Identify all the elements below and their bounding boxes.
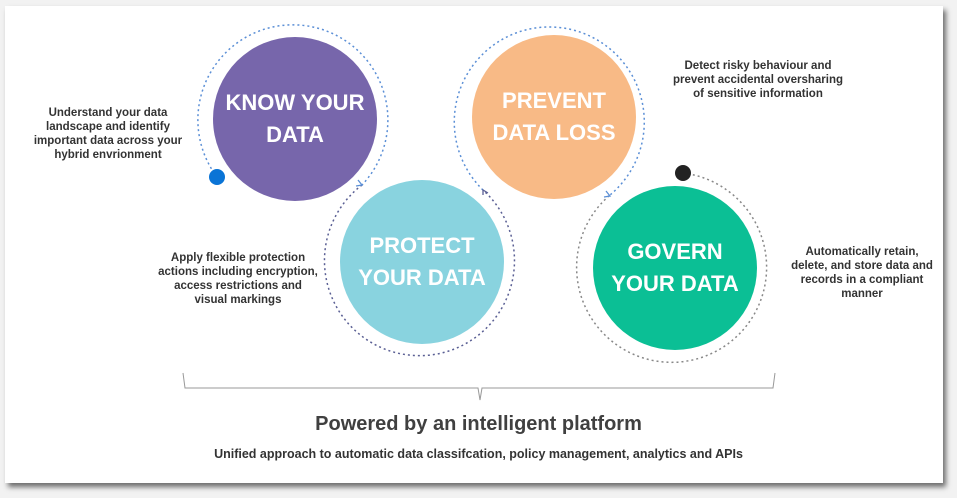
ring-know xyxy=(197,24,389,186)
pillar-govern-your-data: GOVERN YOUR DATA xyxy=(593,186,757,350)
pillar-protect-your-data: PROTECT YOUR DATA xyxy=(340,180,504,344)
arrow-icon xyxy=(355,179,364,187)
pillar-prevent-data-loss: PREVENT DATA LOSS xyxy=(472,35,636,199)
protect-description: Apply flexible protection actions includ… xyxy=(158,252,318,306)
know-description: Understand your data landscape and ident… xyxy=(33,107,183,161)
govern-description: Automatically retain, delete, and store … xyxy=(791,246,933,300)
start-dot xyxy=(209,169,225,185)
arrow-icon xyxy=(603,190,612,198)
arrow-icon xyxy=(482,188,489,195)
ring-govern xyxy=(575,172,768,363)
bracket xyxy=(182,372,776,401)
pillar-know-your-data: KNOW YOUR DATA xyxy=(213,37,377,201)
end-dot xyxy=(675,165,691,181)
footer-subtitle: Unified approach to automatic data class… xyxy=(214,447,743,461)
ring-prevent xyxy=(453,26,645,196)
prevent-description: Detect risky behaviour and prevent accid… xyxy=(672,60,843,100)
footer-title: Powered by an intelligent platform xyxy=(315,413,642,435)
